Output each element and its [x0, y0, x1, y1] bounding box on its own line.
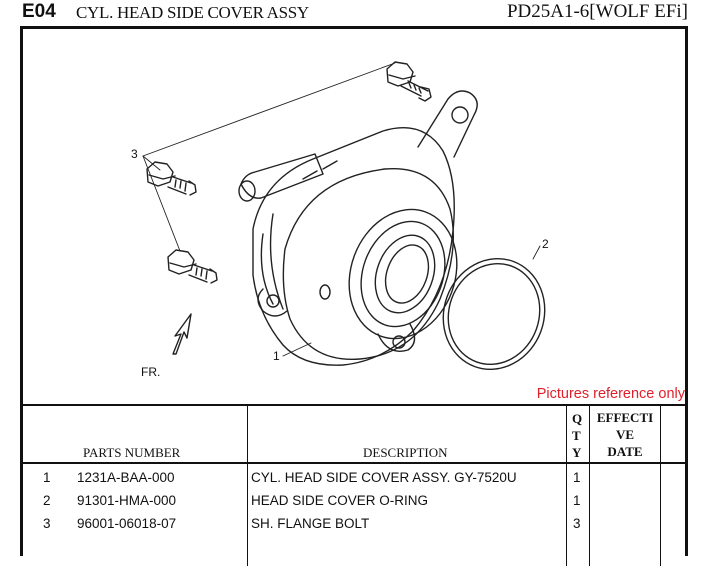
callout-3-leaders	[142, 62, 396, 252]
row-2-part-number: 91301-HMA-000	[77, 493, 177, 508]
flange-bolt-left-upper	[146, 161, 197, 196]
side-cover-body	[238, 90, 478, 366]
header-description: DESCRIPTION	[363, 445, 448, 460]
parts-table: PARTS NUMBER DESCRIPTION Q T Y EFFECTI V…	[23, 406, 685, 566]
col-divider	[247, 406, 248, 566]
row-2-no: 2	[43, 493, 51, 508]
col-divider	[589, 406, 590, 566]
o-ring	[442, 257, 546, 371]
page-title: CYL. HEAD SIDE COVER ASSY	[76, 3, 309, 22]
row-1-description: CYL. HEAD SIDE COVER ASSY. GY-7520U	[251, 470, 517, 485]
flange-bolt-top	[386, 61, 432, 102]
callout-3-label: 3	[131, 147, 138, 161]
section-code: E04	[22, 1, 56, 22]
exploded-view-drawing: 3 2 1 FR.	[131, 61, 549, 379]
header-qty-y: Y	[572, 445, 582, 460]
direction-arrow	[172, 313, 192, 355]
callout-2-label: 2	[542, 237, 549, 251]
row-1-qty: 1	[573, 470, 581, 485]
callout-1-label: 1	[273, 349, 280, 363]
row-1-no: 1	[43, 470, 51, 485]
header-effective-3: DATE	[607, 444, 643, 459]
row-1-part-number: 1231A-BAA-000	[77, 470, 175, 485]
header-qty-q: Q	[572, 411, 583, 426]
header-divider	[23, 462, 685, 464]
table-top-divider	[23, 404, 685, 406]
callout-2-leader	[532, 245, 541, 260]
header-effective-1: EFFECTI	[596, 410, 654, 425]
row-3-no: 3	[43, 516, 51, 531]
header-qty-t: T	[572, 428, 581, 443]
row-3-qty: 3	[573, 516, 581, 531]
header-effective-2: VE	[615, 427, 635, 442]
model-name: PD25A1-6[WOLF EFi]	[506, 1, 688, 22]
callout-1-leader	[282, 342, 312, 357]
header-parts-number: PARTS NUMBER	[83, 445, 181, 460]
flange-bolt-left-lower	[167, 249, 218, 284]
col-divider	[566, 406, 567, 566]
col-divider	[660, 406, 661, 566]
row-2-description: HEAD SIDE COVER O-RING	[251, 493, 429, 508]
direction-label: FR.	[141, 365, 160, 379]
reference-note: Pictures reference only	[536, 386, 685, 402]
row-3-description: SH. FLANGE BOLT	[251, 516, 370, 531]
row-3-part-number: 96001-06018-07	[77, 516, 177, 531]
row-2-qty: 1	[573, 493, 581, 508]
parts-sheet-frame: 3 2 1 FR. Pictures reference only PARTS …	[20, 26, 688, 566]
